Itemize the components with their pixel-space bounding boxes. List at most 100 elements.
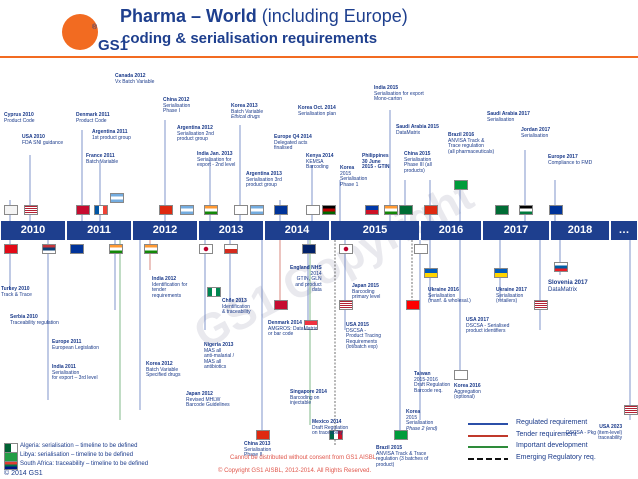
flag-jordan: [519, 205, 533, 215]
flag-usa-2023: [624, 405, 638, 415]
year-2016: 2016: [421, 221, 481, 240]
flag-eu-2017: [549, 205, 563, 215]
legend-regulated: Regulated requirement: [516, 419, 588, 426]
registered-mark: ®: [92, 24, 98, 31]
flag-taiwan: [406, 300, 420, 310]
year-ellipsis: …: [611, 221, 637, 240]
flag-korea: [234, 205, 248, 215]
flag-slovenia: [554, 262, 568, 272]
flag-usa: [24, 205, 38, 215]
title-main: Pharma – World: [120, 6, 257, 26]
flag-brazil-2015: [394, 430, 408, 440]
flag-usa-2017: [534, 300, 548, 310]
title-rule: [0, 56, 638, 58]
flag-india-2012: [144, 244, 158, 254]
year-2014: 2014: [265, 221, 329, 240]
flag-india-2015: [384, 205, 398, 215]
flag-eu-2011: [70, 244, 84, 254]
year-2013: 2013: [199, 221, 263, 240]
flag-usa-2015: [339, 300, 353, 310]
flag-japan-2015: [339, 244, 353, 254]
flag-eu: [274, 205, 288, 215]
flag-china-2013: [256, 430, 270, 440]
footer-disclaimer: Cannot be distributed without consent fr…: [230, 455, 377, 461]
flag-saudi: [399, 205, 413, 215]
legend-important: Important development: [516, 442, 588, 449]
flag-brazil: [454, 180, 468, 190]
legend-emerging: Emerging Regulatory req.: [516, 454, 596, 461]
flag-mexico: [329, 430, 343, 440]
footnote-libya: Libya: serialisation – timeline to be de…: [20, 452, 134, 458]
footnote-algeria: Algeria: serialisation – timeline to be …: [20, 443, 138, 449]
flag-argentina-2012: [180, 205, 194, 215]
footer-copyright-left: © 2014 GS1: [4, 470, 43, 477]
page-subtitle: coding & serialisation requirements: [122, 30, 378, 47]
year-2017: 2017: [483, 221, 549, 240]
flag-china-2015: [424, 205, 438, 215]
flag-singapore: [304, 320, 318, 330]
flag-korea-2016: [454, 370, 468, 380]
flag-korea-2014: [306, 205, 320, 215]
flag-argentina-2013: [250, 205, 264, 215]
flag-ukraine-2017: [494, 268, 508, 278]
flag-denmark-2014: [274, 300, 288, 310]
flag-argentina: [110, 193, 124, 203]
year-2015: 2015: [331, 221, 419, 240]
flag-japan: [199, 244, 213, 254]
footnote-south-africa: South Africa: traceability – timeline to…: [20, 461, 149, 467]
flag-south-africa: [4, 461, 18, 470]
flag-serbia: [42, 244, 56, 254]
gs1-logo: [62, 14, 98, 50]
flag-cyprus: [4, 205, 18, 215]
flag-china: [159, 205, 173, 215]
flag-turkey: [4, 244, 18, 254]
year-2011: 2011: [67, 221, 131, 240]
flag-denmark: [76, 205, 90, 215]
flag-korea-2015: [414, 244, 428, 254]
flag-nigeria: [207, 287, 221, 297]
year-2010: 2010: [1, 221, 65, 240]
